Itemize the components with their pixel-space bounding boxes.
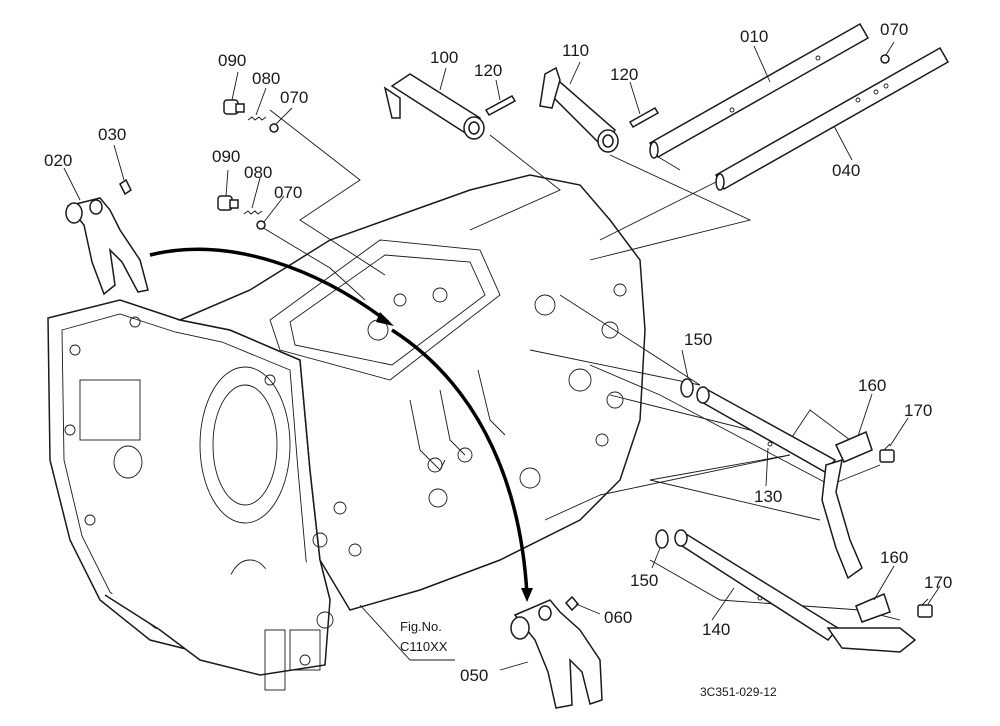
label-070-rod: 070 — [880, 20, 908, 39]
label-090-upper: 090 — [218, 51, 246, 70]
label-170-lower: 170 — [924, 573, 952, 592]
label-160-lower: 160 — [880, 548, 908, 567]
assembly-arrows — [149, 247, 533, 602]
label-110: 110 — [562, 41, 589, 60]
fig-no-label: Fig.No. — [400, 619, 442, 634]
drawing-code: 3C351-029-12 — [700, 685, 777, 699]
bolt-170b — [917, 598, 933, 618]
bolt-170a — [879, 443, 895, 463]
ball-070c — [880, 54, 890, 64]
label-120-left: 120 — [474, 61, 502, 80]
figure-reference: Fig.No. C110XX 3C351-029-12 — [400, 619, 777, 699]
label-040: 040 — [832, 161, 860, 180]
label-050: 050 — [460, 666, 488, 685]
pin-120b — [628, 106, 660, 129]
label-060: 060 — [604, 608, 632, 627]
label-080-lower: 080 — [244, 163, 272, 182]
plug-spring-ball-lower — [217, 195, 266, 230]
transmission-case — [47, 174, 646, 691]
label-070-lower: 070 — [274, 183, 302, 202]
label-160-upper: 160 — [858, 376, 886, 395]
shift-arm-100 — [383, 73, 485, 140]
label-090-lower: 090 — [212, 147, 240, 166]
label-020: 020 — [44, 151, 72, 170]
label-100: 100 — [430, 48, 458, 67]
label-030: 030 — [98, 125, 126, 144]
label-130: 130 — [754, 487, 782, 506]
label-080-upper: 080 — [252, 69, 280, 88]
label-170-upper: 170 — [904, 401, 932, 420]
label-070-upper: 070 — [280, 88, 308, 107]
shift-rod-040 — [714, 46, 950, 191]
label-150-upper: 150 — [684, 330, 712, 349]
shift-fork-050 — [510, 595, 603, 709]
leader-lines — [63, 41, 941, 671]
fig-no-number: C110XX — [400, 639, 448, 654]
shift-rod-010 — [648, 22, 870, 159]
o-ring-150b — [655, 529, 669, 549]
label-120-right: 120 — [610, 65, 638, 84]
plug-spring-ball-upper — [223, 99, 279, 133]
shift-rod-140 — [674, 529, 917, 653]
label-150-lower: 150 — [630, 571, 658, 590]
shift-arm-110 — [539, 66, 619, 153]
label-140: 140 — [702, 620, 730, 639]
part-labels: 010 020 030 040 050 060 070 070 070 080 … — [44, 20, 952, 685]
o-ring-150a — [680, 378, 694, 398]
pin-120a — [484, 95, 517, 116]
label-010: 010 — [740, 27, 768, 46]
shift-rod-130 — [696, 386, 873, 580]
shift-fork-020 — [65, 178, 149, 296]
